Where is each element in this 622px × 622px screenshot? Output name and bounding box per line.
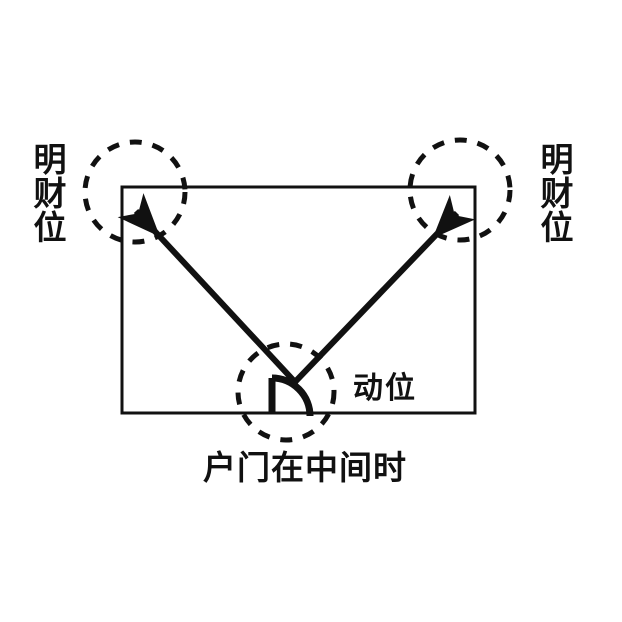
label-active-position: 动位	[353, 371, 417, 406]
right-wealth-arrow	[292, 195, 476, 385]
room-outline	[120, 185, 477, 415]
diagram-caption: 户门在中间时	[203, 448, 407, 487]
label-right-wealth-position: 明 财 位	[540, 140, 574, 247]
left-wealth-arrow	[117, 193, 298, 385]
door-circle	[235, 341, 337, 443]
left-wealth-circle	[82, 139, 188, 245]
right-wealth-circle	[407, 137, 513, 243]
label-left-wealth-position: 明 财 位	[33, 140, 67, 247]
door-swing-arc	[271, 374, 314, 417]
